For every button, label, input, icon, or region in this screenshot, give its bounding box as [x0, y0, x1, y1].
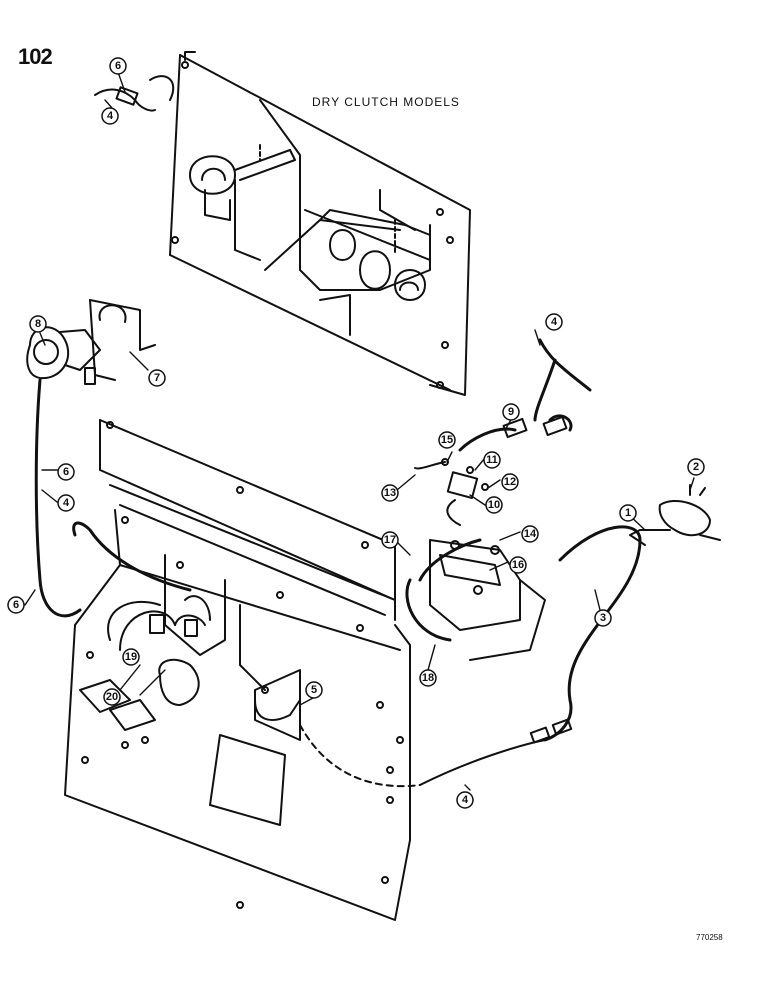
callout-12: 12: [501, 473, 519, 491]
callout-9: 9: [502, 403, 520, 421]
callout-7: 7: [148, 369, 166, 387]
callout-6c: 6: [7, 596, 25, 614]
svg-text:6: 6: [13, 599, 19, 611]
switch-assembly: [414, 415, 568, 526]
svg-text:2: 2: [693, 461, 699, 473]
svg-text:7: 7: [154, 372, 160, 384]
callout-19: 19: [122, 648, 140, 666]
callout-4a: 4: [101, 107, 119, 125]
svg-text:10: 10: [488, 499, 500, 511]
callout-markers: 6 4 8 7 4 9 15 11 12 13 10 14 17 16 18 1…: [7, 57, 705, 809]
svg-text:11: 11: [486, 454, 498, 466]
callout-18: 18: [419, 669, 437, 687]
svg-text:8: 8: [35, 318, 41, 330]
svg-text:6: 6: [115, 60, 121, 72]
document-number: 770258: [696, 933, 723, 942]
svg-text:4: 4: [107, 110, 114, 122]
svg-text:18: 18: [422, 672, 434, 684]
callout-15: 15: [438, 431, 456, 449]
callout-16: 16: [509, 556, 527, 574]
callout-leaders: [24, 71, 695, 791]
callout-4d: 4: [57, 494, 75, 512]
svg-text:5: 5: [311, 684, 317, 696]
upper-bulkhead-panel: [169, 51, 471, 396]
wire-harness: [34, 338, 642, 742]
svg-text:4: 4: [551, 316, 558, 328]
callout-6a: 6: [109, 57, 127, 75]
svg-text:6: 6: [63, 466, 69, 478]
fuse-block: [429, 539, 546, 661]
callout-20: 20: [103, 688, 121, 706]
callout-6b: 6: [57, 463, 75, 481]
starter-relay: [107, 595, 211, 706]
callout-11: 11: [483, 451, 501, 469]
callout-2: 2: [687, 458, 705, 476]
callout-3: 3: [594, 609, 612, 627]
callout-14: 14: [521, 525, 539, 543]
gauge-assembly: [26, 299, 156, 385]
callout-5: 5: [305, 681, 323, 699]
svg-text:13: 13: [384, 487, 396, 499]
svg-text:19: 19: [125, 651, 137, 663]
sender-switch: [629, 484, 721, 546]
svg-text:4: 4: [462, 794, 469, 806]
svg-text:16: 16: [512, 559, 524, 571]
callout-8: 8: [29, 315, 47, 333]
svg-text:14: 14: [524, 528, 537, 540]
svg-text:1: 1: [625, 507, 631, 519]
svg-text:9: 9: [508, 406, 514, 418]
top-connector: [94, 75, 175, 112]
callout-4b: 4: [545, 313, 563, 331]
callout-1: 1: [619, 504, 637, 522]
svg-text:15: 15: [441, 434, 453, 446]
callout-13: 13: [381, 484, 399, 502]
svg-text:4: 4: [63, 497, 70, 509]
callout-10: 10: [485, 496, 503, 514]
page-number: 102: [18, 44, 53, 69]
svg-text:17: 17: [384, 534, 396, 546]
diagram-caption: DRY CLUTCH MODELS: [312, 95, 460, 109]
lower-instrument-panel: [64, 419, 411, 921]
callout-17: 17: [381, 531, 399, 549]
svg-text:20: 20: [106, 691, 118, 703]
svg-text:3: 3: [600, 612, 606, 624]
svg-text:12: 12: [504, 476, 516, 488]
callout-4c: 4: [456, 791, 474, 809]
